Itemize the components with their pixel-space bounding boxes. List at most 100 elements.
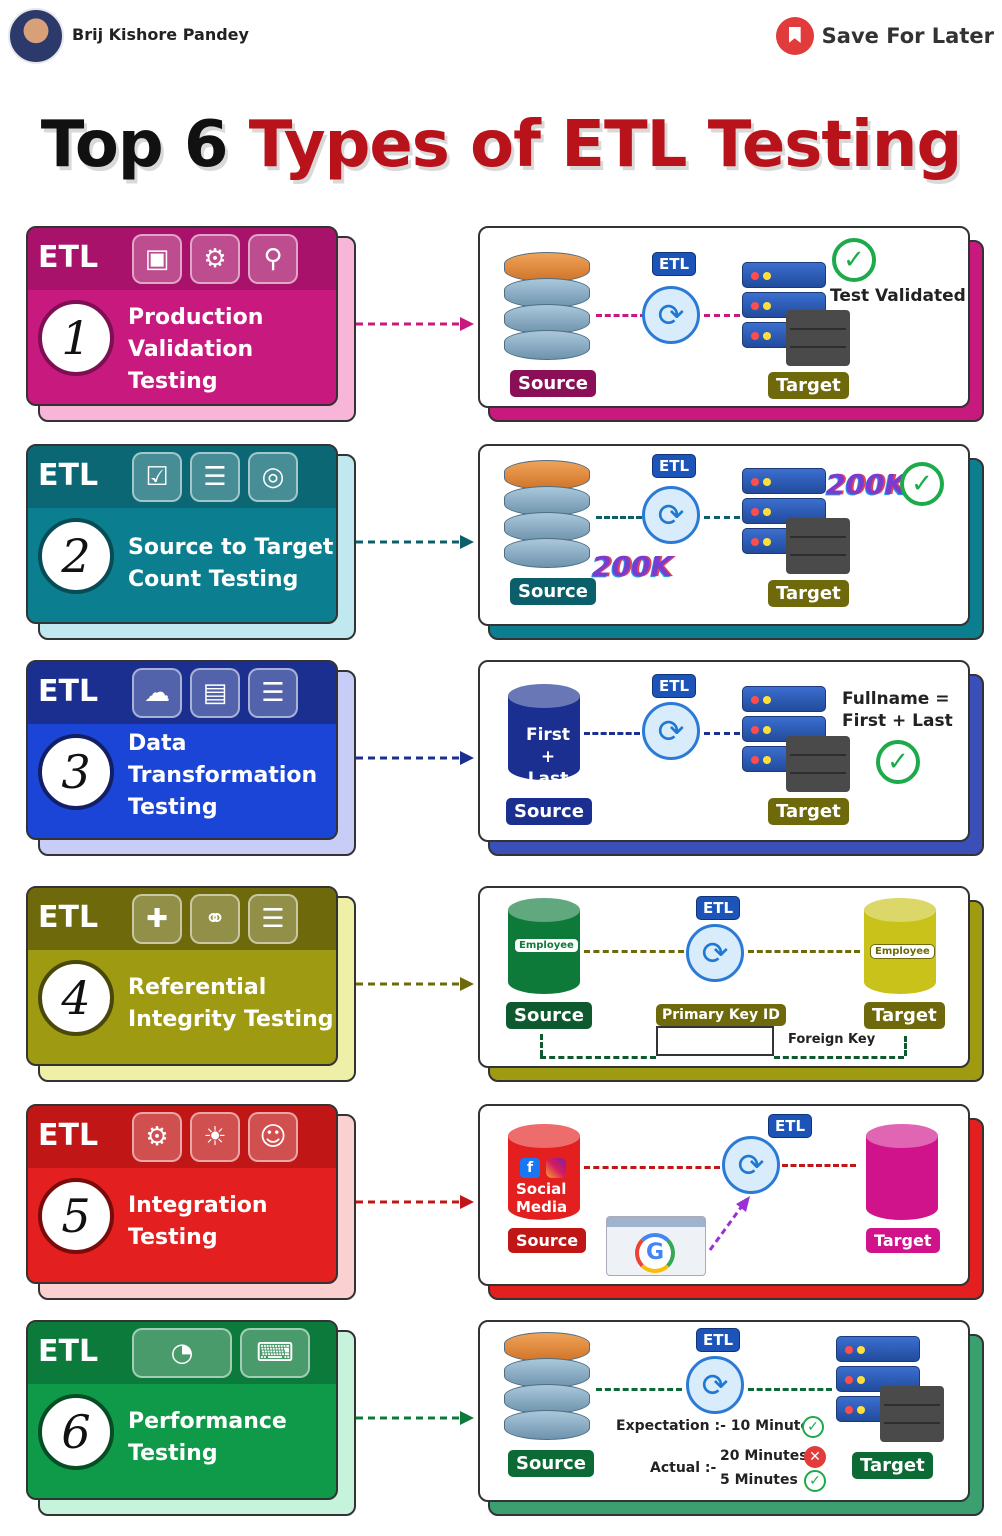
save-for-later-button[interactable]: Save For Later xyxy=(775,16,994,56)
title-part-2: Types of ETL Testing xyxy=(248,108,962,182)
sync-icon: ⟳ xyxy=(642,702,700,760)
test-row-5: ETL ⚙ ☀ ☺ 5 Integration Testing f Social… xyxy=(0,1104,1002,1304)
checklist-icon: ☑ xyxy=(132,452,182,502)
check-icon: ✓ xyxy=(832,238,876,282)
etl-label: ETL xyxy=(38,458,99,493)
source-tag: Source xyxy=(508,1228,587,1253)
test-title: Integration Testing xyxy=(128,1193,268,1250)
foreign-key-label: Foreign Key xyxy=(788,1032,876,1047)
etl-label: ETL xyxy=(38,674,99,709)
test-card-1: ETL ▣ ⚙ ⚲ 1 Production Validation Testin… xyxy=(26,226,338,406)
expectation-text: Expectation :- 10 Minutes xyxy=(616,1418,819,1434)
source-database-icon xyxy=(504,252,590,362)
test-title: Performance Testing xyxy=(128,1409,287,1466)
diagram-panel-1: Source ETL ⟳ Target ✓ Test Validated xyxy=(478,226,970,408)
arrow-right-icon xyxy=(356,1411,474,1425)
test-row-2: ETL ☑ ☰ ◎ 2 Source to Target Count Testi… xyxy=(0,444,1002,644)
test-card-5: ETL ⚙ ☀ ☺ 5 Integration Testing xyxy=(26,1104,338,1284)
step-number: 2 xyxy=(38,518,114,594)
target-icon: ◎ xyxy=(248,452,298,502)
test-card-2: ETL ☑ ☰ ◎ 2 Source to Target Count Testi… xyxy=(26,444,338,624)
laptop-icon: ⌨ xyxy=(240,1328,310,1378)
cross-icon: ✕ xyxy=(804,1446,826,1468)
actual-time-1: 20 Minutes xyxy=(720,1448,808,1464)
source-database-icon xyxy=(504,460,590,570)
sync-icon: ⟳ xyxy=(686,924,744,982)
primary-key-label: Primary Key ID xyxy=(656,1004,786,1026)
target-cylinder-icon xyxy=(866,1124,938,1220)
check-icon: ✓ xyxy=(900,462,944,506)
bulb-icon: ☀ xyxy=(190,1112,240,1162)
target-tag: Target xyxy=(768,580,849,607)
cloud-icon: ☁ xyxy=(132,668,182,718)
gauge-icon: ◔ xyxy=(132,1328,232,1378)
test-title: Referential Integrity Testing xyxy=(128,975,334,1032)
source-fields: First + Last xyxy=(525,725,571,789)
test-row-4: ETL ✚ ⚭ ☰ 4 Referential Integrity Testin… xyxy=(0,886,1002,1086)
source-tag: Source xyxy=(506,798,592,825)
target-tag: Target xyxy=(768,372,849,399)
diagram-panel-2: 200K Source ETL ⟳ Target 200K ✓ xyxy=(478,444,970,626)
factory-icon: ⚙ xyxy=(190,234,240,284)
step-number: 5 xyxy=(38,1178,114,1254)
arrow-right-icon xyxy=(356,977,474,991)
test-title: Data Transformation Testing xyxy=(128,731,318,820)
instagram-icon xyxy=(546,1158,566,1178)
save-for-later-label: Save For Later xyxy=(821,24,994,48)
handshake-icon: ⚭ xyxy=(190,894,240,944)
step-number: 3 xyxy=(38,734,114,810)
target-tag: Target xyxy=(866,1228,940,1253)
actual-label: Actual :- xyxy=(650,1460,717,1476)
source-tag: Source xyxy=(508,1450,594,1477)
etl-label: ETL xyxy=(38,1334,99,1369)
test-title: Source to Target Count Testing xyxy=(128,535,334,592)
author-name: Brij Kishore Pandey xyxy=(72,25,249,44)
etl-tag: ETL xyxy=(652,674,697,698)
etl-tag: ETL xyxy=(696,896,741,920)
primary-key-box xyxy=(656,1026,774,1056)
source-tag: Source xyxy=(510,370,596,397)
diagram-panel-4: Employee Source ETL ⟳ Employee Target Pr… xyxy=(478,886,970,1068)
diagram-panel-5: f Social Media Source G ETL ⟳ Target xyxy=(478,1104,970,1286)
author-avatar xyxy=(8,8,64,64)
server-icon: ▤ xyxy=(190,668,240,718)
step-number: 1 xyxy=(38,300,114,376)
arrow-right-icon xyxy=(356,751,474,765)
page-title: Top 6 Types of ETL Testing xyxy=(0,108,1002,182)
people-icon: ☺ xyxy=(248,1112,298,1162)
etl-tag: ETL xyxy=(652,252,697,276)
test-row-6: ETL ◔ ⌨ 6 Performance Testing Source ETL… xyxy=(0,1320,1002,1520)
test-card-4: ETL ✚ ⚭ ☰ 4 Referential Integrity Testin… xyxy=(26,886,338,1066)
conveyor-icon: ⚲ xyxy=(248,234,298,284)
puzzle-icon: ✚ xyxy=(132,894,182,944)
arrow-right-icon xyxy=(356,1195,474,1209)
gears-icon: ⚙ xyxy=(132,1112,182,1162)
check-icon: ✓ xyxy=(802,1416,824,1438)
test-card-3: ETL ☁ ▤ ☰ 3 Data Transformation Testing xyxy=(26,660,338,840)
source-count: 200K xyxy=(592,550,673,583)
arrow-diagonal-icon xyxy=(708,1196,750,1251)
transformation-note: Fullname = First + Last xyxy=(842,689,953,731)
title-part-1: Top 6 xyxy=(40,108,229,182)
package-icon: ▣ xyxy=(132,234,182,284)
test-doc-icon: ☰ xyxy=(248,668,298,718)
etl-label: ETL xyxy=(38,900,99,935)
google-icon: G xyxy=(635,1233,675,1273)
target-count: 200K xyxy=(826,468,907,501)
target-table-label: Employee xyxy=(870,944,935,959)
clipboard-icon: ☰ xyxy=(248,894,298,944)
source-tag: Source xyxy=(506,1002,592,1029)
source-table-label: Employee xyxy=(514,938,579,953)
source-tag: Source xyxy=(510,578,596,605)
sync-icon: ⟳ xyxy=(686,1356,744,1414)
source-database-icon xyxy=(504,1332,590,1442)
test-title: Production Validation Testing xyxy=(128,305,264,394)
facebook-icon: f xyxy=(520,1158,540,1178)
target-tag: Target xyxy=(864,1002,945,1029)
check-icon: ✓ xyxy=(804,1470,826,1492)
diagram-panel-6: Source ETL ⟳ Target Expectation :- 10 Mi… xyxy=(478,1320,970,1502)
etl-tag: ETL xyxy=(652,454,697,478)
sync-icon: ⟳ xyxy=(722,1136,780,1194)
browser-window: G xyxy=(606,1216,706,1276)
arrow-right-icon xyxy=(356,535,474,549)
